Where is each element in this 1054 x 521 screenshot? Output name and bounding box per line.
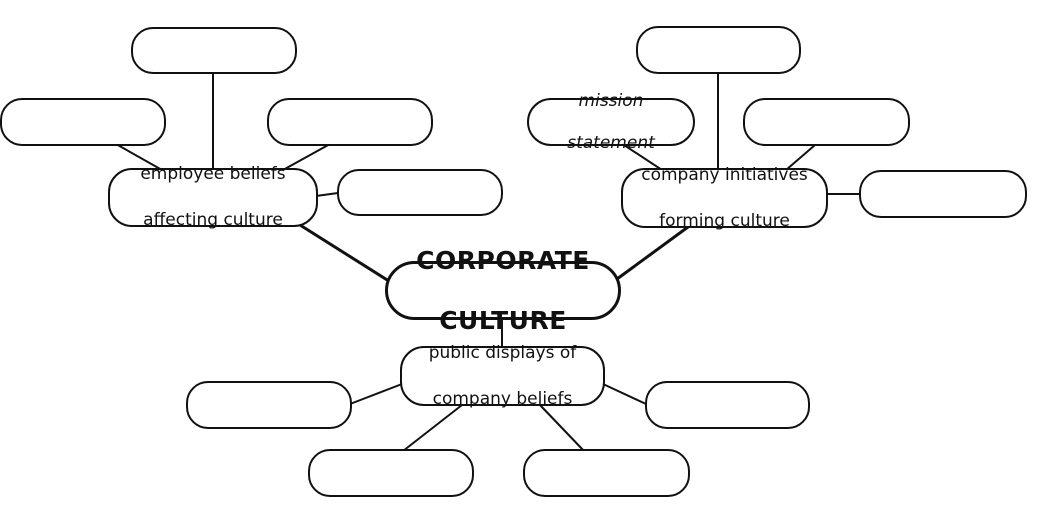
center-title-line1: CORPORATE <box>416 245 590 275</box>
connector-company-mission <box>623 144 663 171</box>
mission-line1: mission <box>578 90 644 111</box>
blank-node-public-bottom-right[interactable] <box>523 449 690 497</box>
blank-node-employee-left[interactable] <box>0 98 166 146</box>
connector-center-company <box>616 225 689 281</box>
center-title-line2: CULTURE <box>439 305 567 335</box>
connector-company-right-top <box>785 144 816 171</box>
connector-public-left <box>349 383 403 405</box>
connector-employee-left <box>115 143 163 171</box>
connector-public-bottom-left <box>402 404 463 452</box>
mission-line2: statement <box>567 132 655 153</box>
branch-node-public: public displays of company beliefs <box>400 343 605 409</box>
blank-node-public-right[interactable] <box>645 381 810 429</box>
blank-node-company-right[interactable] <box>859 170 1027 218</box>
blank-node-employee-right-top[interactable] <box>267 98 433 146</box>
connector-center-employee <box>299 223 393 285</box>
branch-node-employee: employee beliefs affecting culture <box>108 164 318 230</box>
branch-company-line1: company initiatives <box>641 164 808 185</box>
blank-node-public-left[interactable] <box>186 381 352 429</box>
branch-node-company: company initiatives forming culture <box>621 165 828 231</box>
connector-employee-right-top <box>282 143 331 171</box>
blank-node-company-right-top[interactable] <box>743 98 910 146</box>
filled-node-mission-statement[interactable]: mission statement <box>527 91 695 153</box>
connector-public-right <box>602 383 647 405</box>
connector-public-bottom-right <box>539 404 585 452</box>
branch-employee-line1: employee beliefs <box>140 164 286 184</box>
blank-node-employee-top[interactable] <box>131 27 297 74</box>
branch-public-line1: public displays of <box>428 342 577 363</box>
connector-employee-right <box>315 192 339 197</box>
blank-node-public-bottom-left[interactable] <box>308 449 474 497</box>
blank-node-employee-right[interactable] <box>337 169 503 216</box>
branch-public-line2: company beliefs <box>432 388 573 409</box>
center-node: CORPORATE CULTURE <box>385 246 621 335</box>
branch-company-line2: forming culture <box>659 210 790 231</box>
blank-node-company-top[interactable] <box>636 26 801 74</box>
branch-employee-line2: affecting culture <box>143 210 283 230</box>
